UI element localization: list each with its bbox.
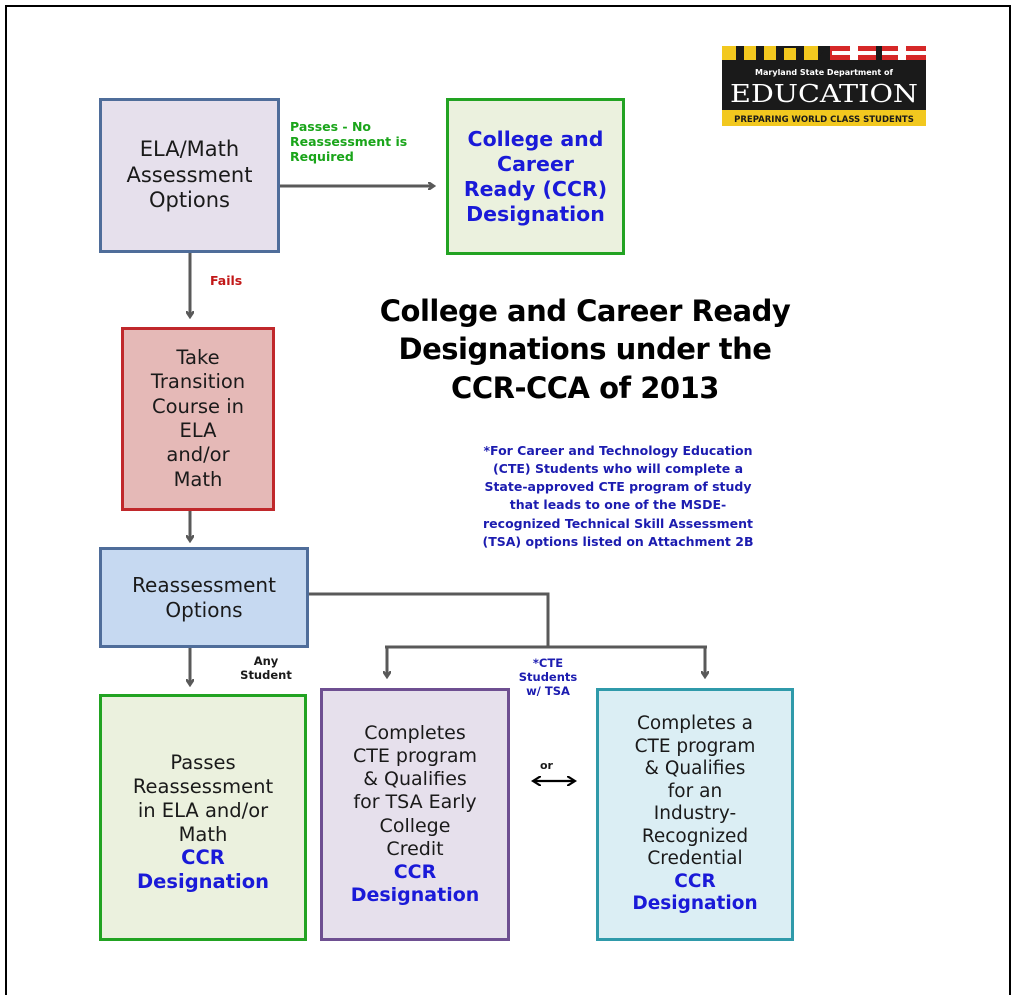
msde-logo-image: Maryland State Department of EDUCATION P…: [722, 46, 926, 126]
box-completes-cte-industry-text: Completes a CTE program & Qualifies for …: [634, 712, 756, 870]
logo-name: EDUCATION: [730, 80, 918, 108]
box-completes-cte-tsa: Completes CTE program & Qualifies for TS…: [320, 688, 510, 941]
box-completes-cte-industry-ccr: CCR Designation: [632, 870, 758, 915]
box-passes-reassessment-text: Passes Reassessment in ELA and/or Math: [132, 751, 274, 846]
label-cte-students-tsa: *CTE Students w/ TSA: [518, 656, 578, 698]
label-passes-no-reassessment: Passes - No Reassessment is Required: [290, 119, 408, 164]
msde-logo: Maryland State Department of EDUCATION P…: [722, 46, 926, 126]
box-ccr-designation-top-text: College and Career Ready (CCR) Designati…: [463, 126, 608, 226]
box-passes-reassessment: Passes Reassessment in ELA and/or Math C…: [99, 694, 307, 941]
label-fails: Fails: [210, 273, 243, 288]
box-reassessment-options-text: Reassessment Options: [132, 573, 276, 622]
box-completes-cte-tsa-text: Completes CTE program & Qualifies for TS…: [352, 721, 478, 860]
cte-footnote: *For Career and Technology Education (CT…: [482, 443, 754, 549]
box-ela-math-assessment-options: ELA/Math Assessment Options: [99, 98, 280, 253]
box-reassessment-options: Reassessment Options: [99, 547, 309, 648]
page-frame: [5, 5, 1011, 995]
box-completes-cte-industry: Completes a CTE program & Qualifies for …: [596, 688, 794, 941]
box-take-transition-course: Take Transition Course in ELA and/or Mat…: [121, 327, 275, 511]
box-passes-reassessment-ccr: CCR Designation: [137, 846, 269, 894]
connector-reassessment-to-cte: [308, 592, 707, 676]
label-or: or: [540, 759, 553, 772]
logo-org: Maryland State Department of: [755, 68, 893, 77]
box-ccr-designation-top: College and Career Ready (CCR) Designati…: [446, 98, 625, 255]
logo-tagline: PREPARING WORLD CLASS STUDENTS: [734, 115, 914, 125]
box-completes-cte-tsa-ccr: CCR Designation: [350, 860, 480, 907]
box-ela-math-assessment-options-text: ELA/Math Assessment Options: [126, 137, 253, 213]
diagram-title: College and Career Ready Designations un…: [379, 294, 791, 405]
box-take-transition-course-text: Take Transition Course in ELA and/or Mat…: [150, 345, 246, 491]
label-any-student: Any Student: [240, 654, 292, 682]
